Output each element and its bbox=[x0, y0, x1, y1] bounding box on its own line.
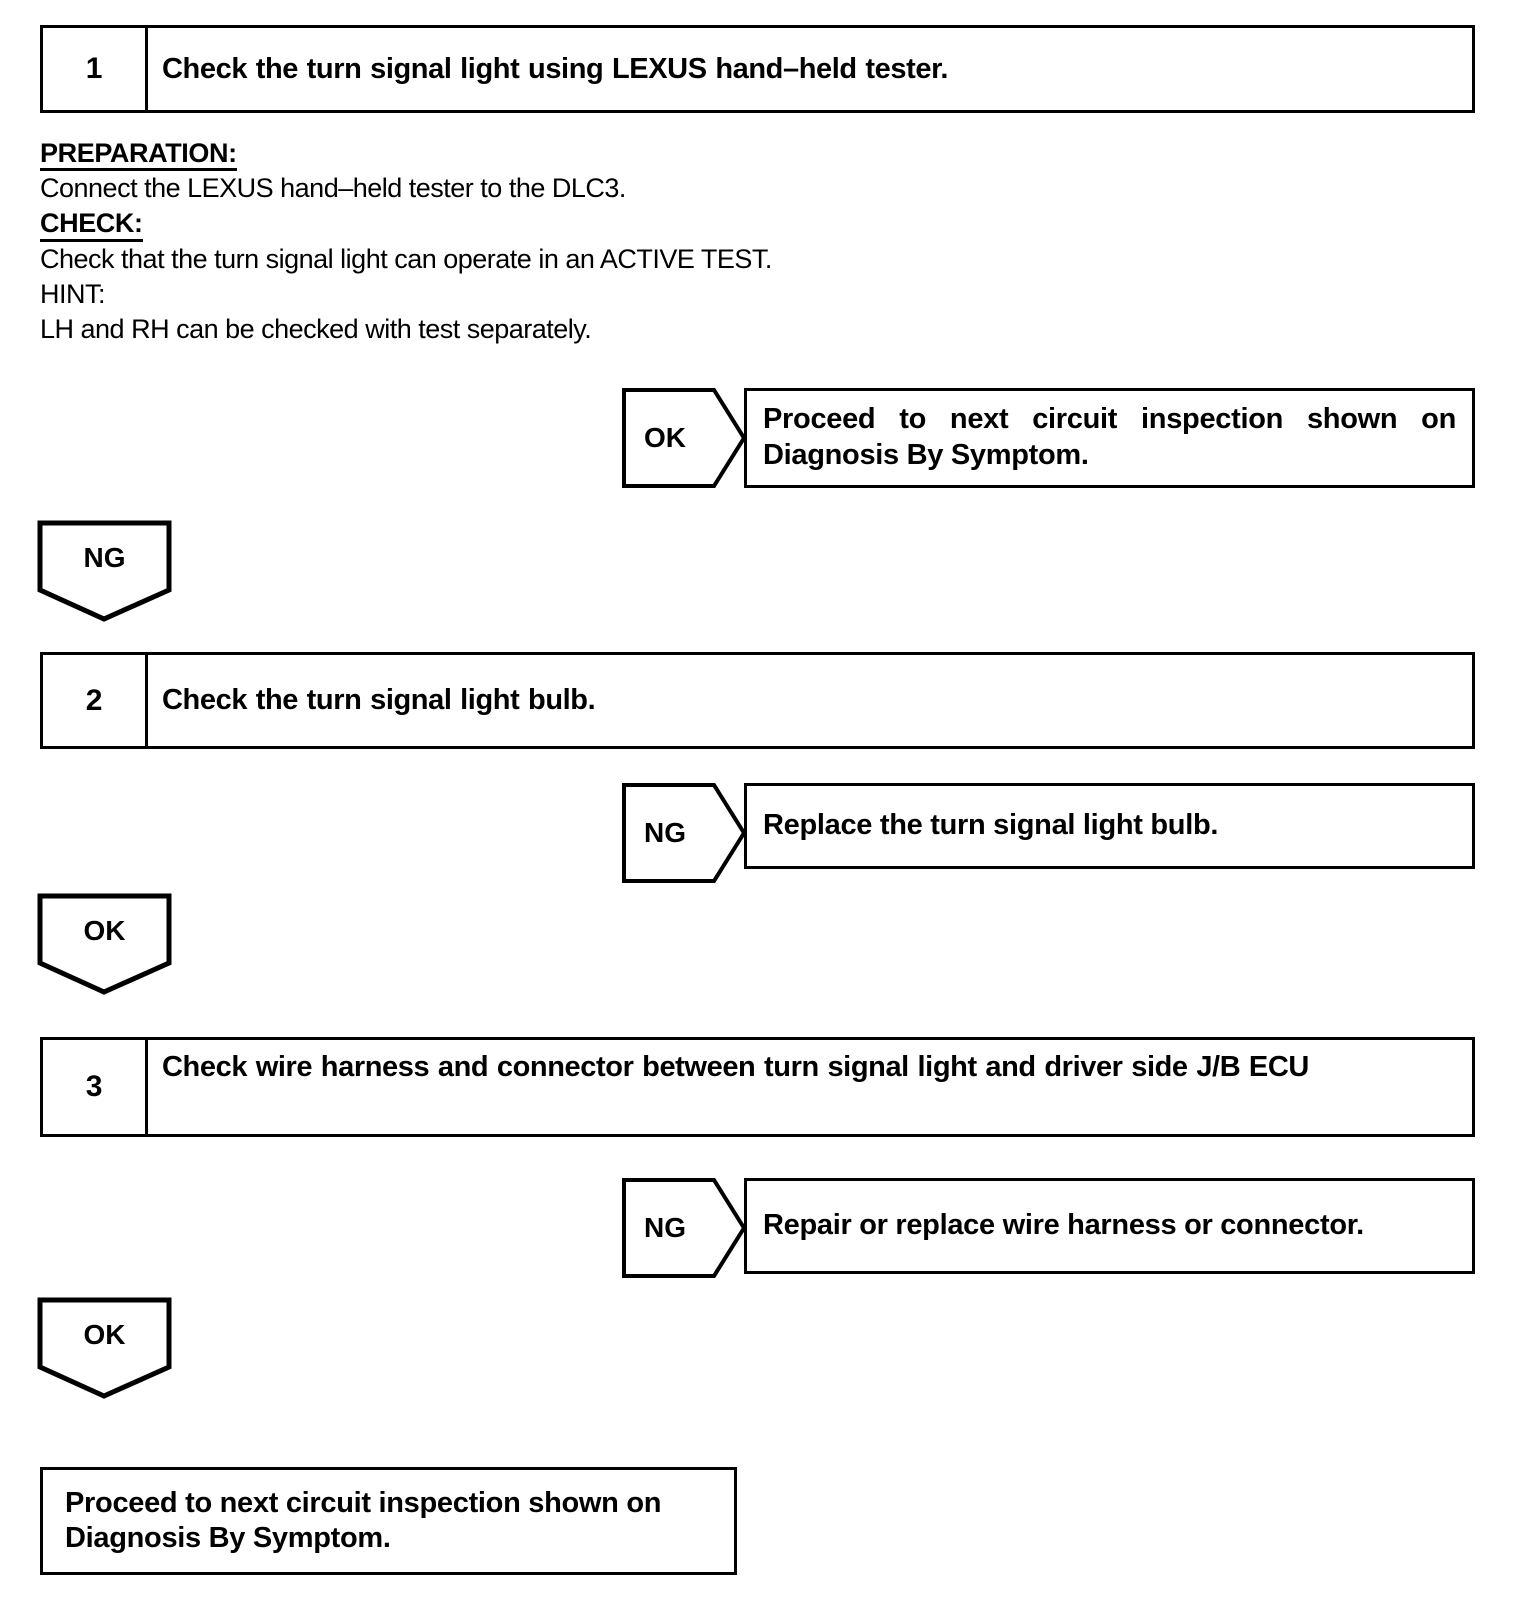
result-box-step-2-ng[interactable]: Replace the turn signal light bulb. bbox=[744, 783, 1475, 869]
judgement-label: NG bbox=[644, 1212, 686, 1243]
judgement-ng-step-1: NG bbox=[37, 520, 172, 622]
step-box-3[interactable]: 3 Check wire harness and connector betwe… bbox=[40, 1037, 1475, 1137]
preparation-label: PREPARATION: bbox=[40, 139, 237, 172]
judgement-label: NG bbox=[644, 817, 686, 848]
judgement-label: OK bbox=[644, 422, 686, 453]
final-result-box[interactable]: Proceed to next circuit inspection shown… bbox=[40, 1467, 737, 1575]
step-title-3: Check wire harness and connector between… bbox=[162, 1051, 1309, 1083]
step-1-detail-text: PREPARATION: Connect the LEXUS hand–held… bbox=[40, 136, 1040, 347]
pentagon-right-icon bbox=[622, 1178, 746, 1278]
judgement-label: NG bbox=[83, 542, 126, 573]
check-label: CHECK: bbox=[40, 209, 143, 242]
result-box-step-1-ok[interactable]: Proceed to next circuit inspection shown… bbox=[744, 388, 1475, 488]
judgement-ng-step-2: NG bbox=[622, 783, 746, 883]
pentagon-right-icon bbox=[622, 388, 746, 488]
step-title-2: Check the turn signal light bulb. bbox=[162, 684, 596, 717]
step-number-2: 2 bbox=[43, 655, 148, 746]
judgement-label: OK bbox=[83, 1319, 126, 1350]
judgement-label: OK bbox=[83, 915, 126, 946]
step-number-3: 3 bbox=[43, 1040, 148, 1134]
preparation-text: Connect the LEXUS hand–held tester to th… bbox=[40, 173, 626, 204]
step-title-1: Check the turn signal light using LEXUS … bbox=[162, 52, 949, 85]
result-box-step-3-ng[interactable]: Repair or replace wire harness or connec… bbox=[744, 1178, 1475, 1274]
pentagon-down-icon bbox=[37, 520, 172, 622]
judgement-ok-step-2: OK bbox=[37, 893, 172, 995]
hint-label: HINT: bbox=[40, 278, 106, 309]
result-text: Proceed to next circuit inspection shown… bbox=[763, 403, 1456, 471]
judgement-ok-step-3: OK bbox=[37, 1297, 172, 1399]
pentagon-right-icon bbox=[622, 783, 746, 883]
check-text: Check that the turn signal light can ope… bbox=[40, 243, 772, 274]
pentagon-down-icon bbox=[37, 1297, 172, 1399]
pentagon-down-icon bbox=[37, 893, 172, 995]
judgement-ng-step-3: NG bbox=[622, 1178, 746, 1278]
final-result-text: Proceed to next circuit inspection shown… bbox=[65, 1486, 662, 1554]
step-box-1[interactable]: 1 Check the turn signal light using LEXU… bbox=[40, 25, 1475, 113]
result-text: Repair or replace wire harness or connec… bbox=[763, 1209, 1364, 1242]
judgement-ok-step-1: OK bbox=[622, 388, 746, 488]
step-number-1: 1 bbox=[43, 28, 148, 110]
step-box-2[interactable]: 2 Check the turn signal light bulb. bbox=[40, 652, 1475, 749]
hint-text: LH and RH can be checked with test separ… bbox=[40, 313, 592, 344]
result-text: Replace the turn signal light bulb. bbox=[763, 809, 1219, 842]
